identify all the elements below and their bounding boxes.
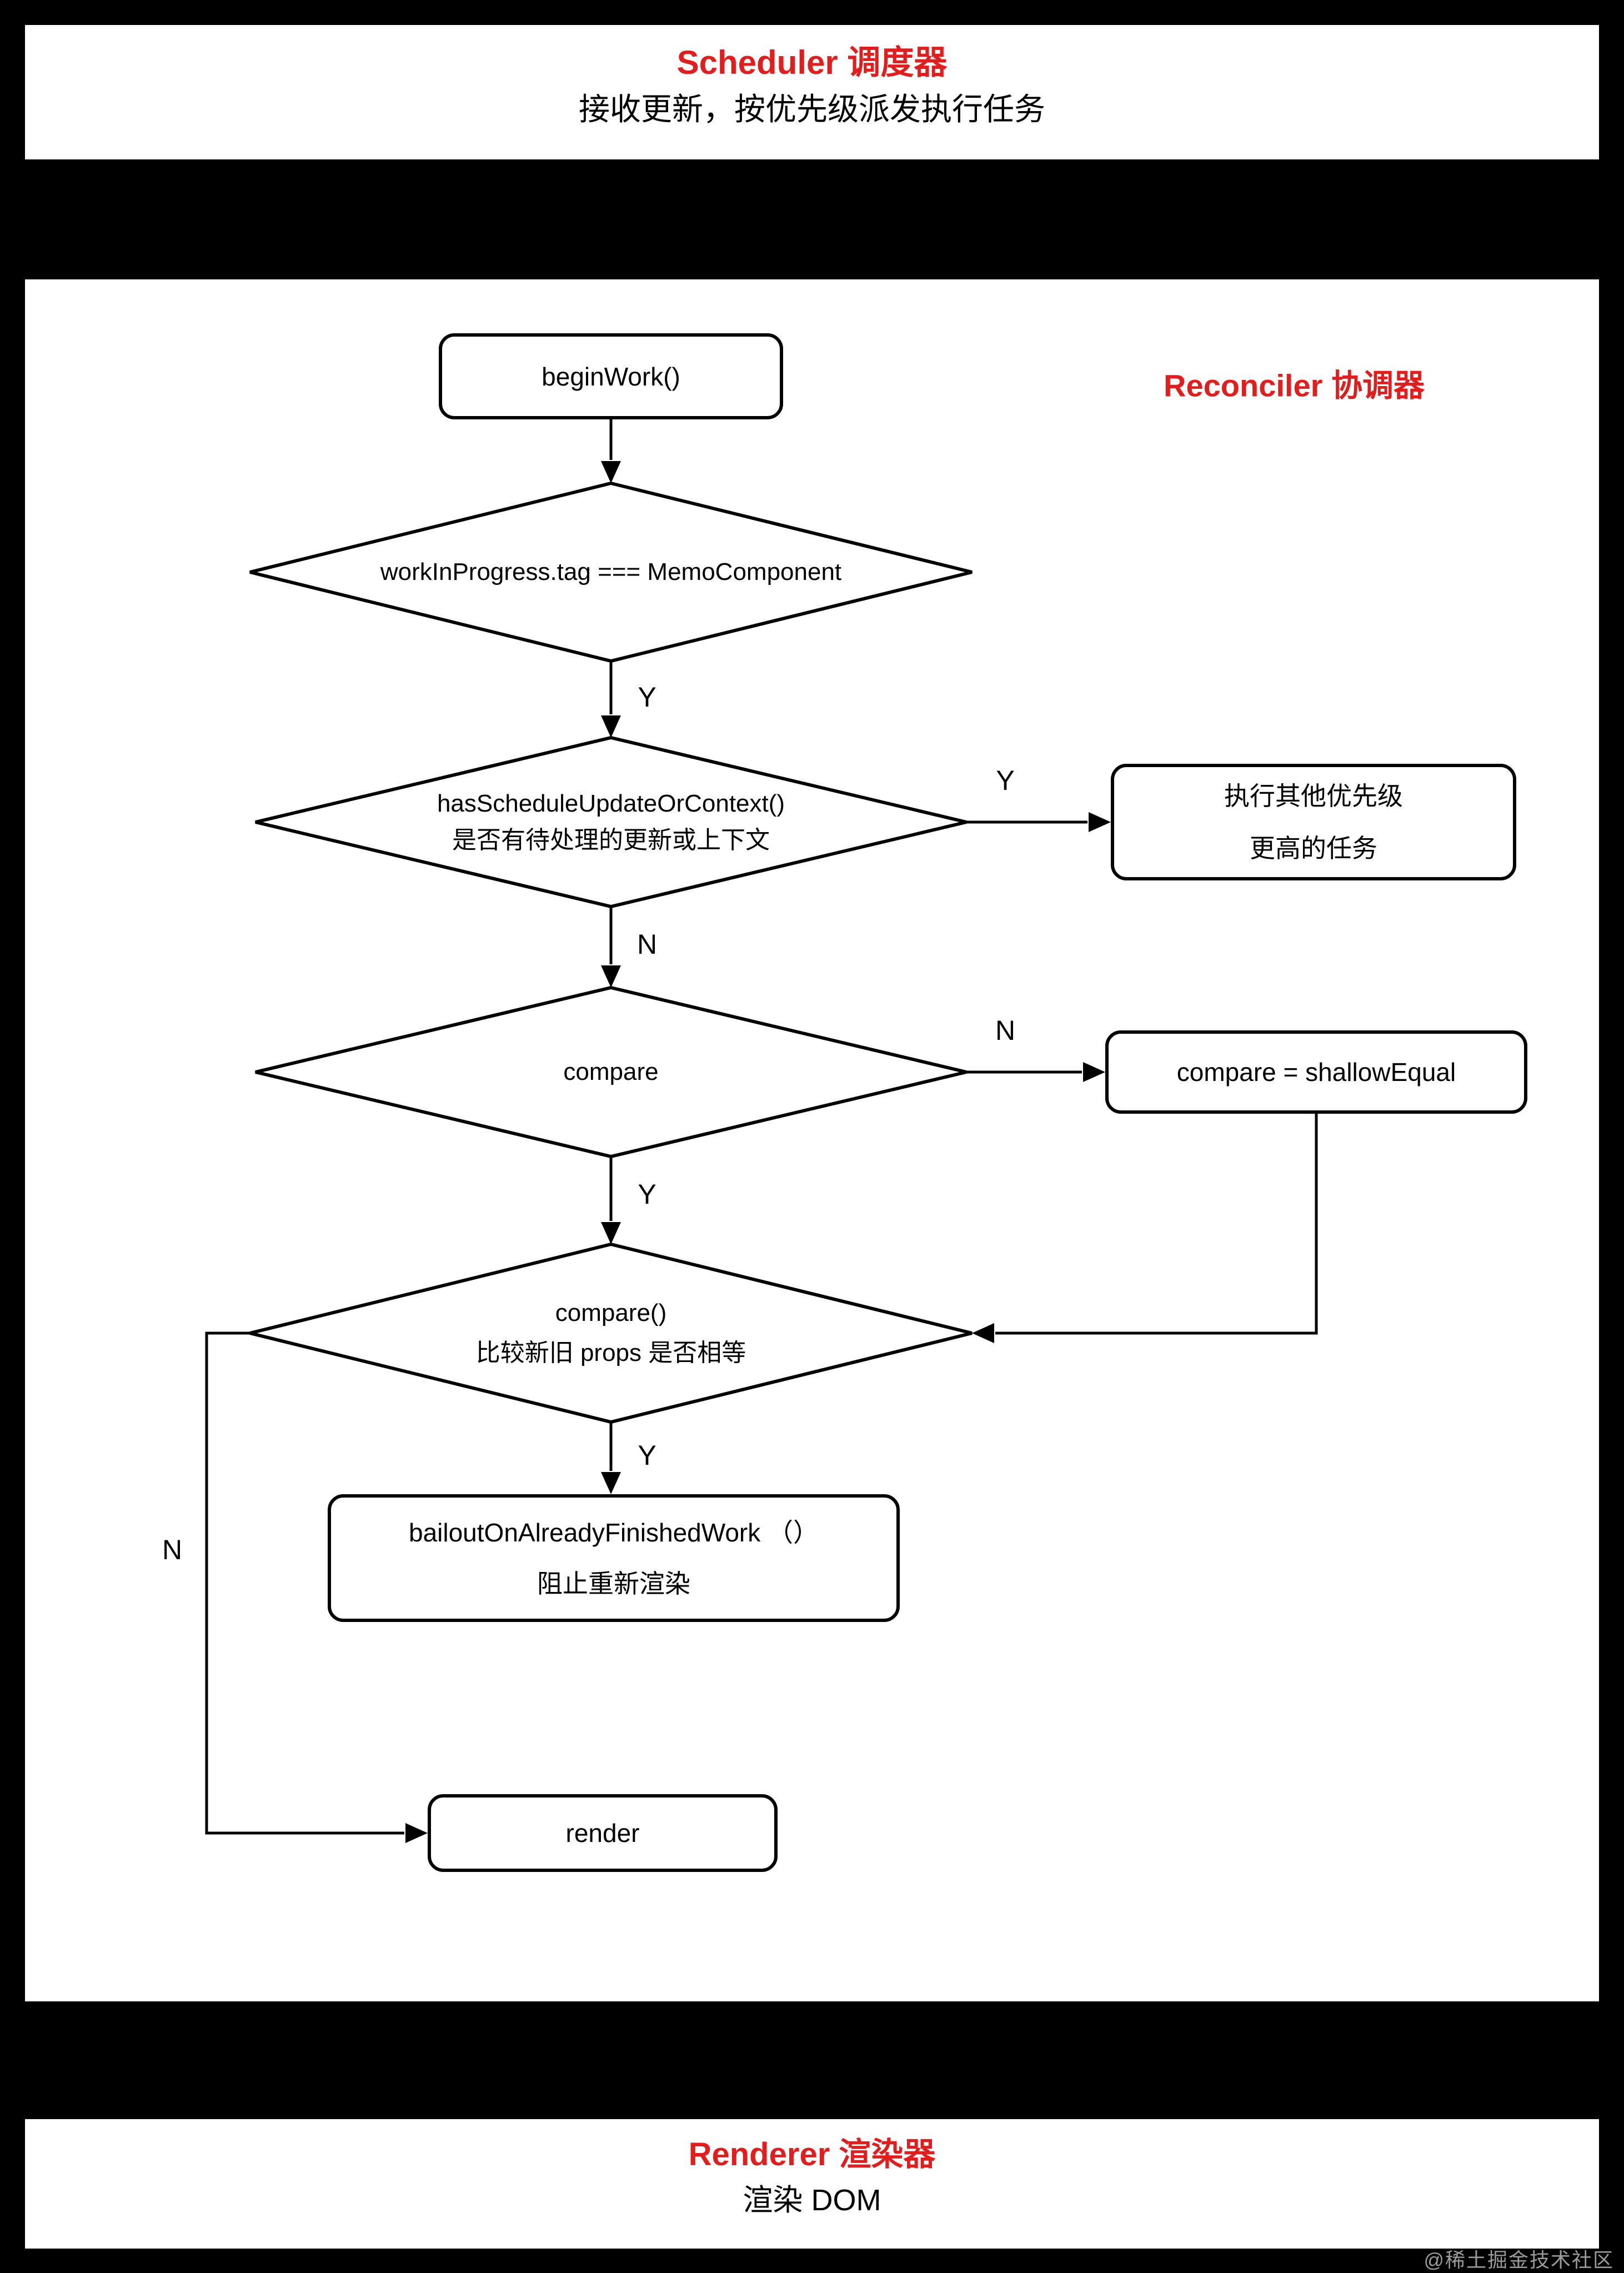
node-bailout-line1: bailoutOnAlreadyFinishedWork （） [408, 1518, 819, 1547]
arrowhead-compareprops-top [601, 1222, 621, 1244]
node-bailout: bailoutOnAlreadyFinishedWork （） 阻止重新渲染 [328, 1494, 900, 1622]
node-shallow-equal: compare = shallowEqual [1105, 1030, 1527, 1114]
arrowhead-hasupdate [601, 715, 621, 738]
scheduler-band: Scheduler 调度器 接收更新，按优先级派发执行任务 [25, 25, 1599, 159]
node-higher-priority-line1: 执行其他优先级 [1224, 782, 1403, 810]
edge-compareprops-to-render [205, 1331, 404, 1835]
renderer-subtitle: 渲染 DOM [743, 2184, 881, 2217]
node-bailout-line2: 阻止重新渲染 [537, 1569, 690, 1598]
arrowhead-shallowequal [1083, 1062, 1105, 1082]
arrowhead-compare [601, 965, 621, 988]
arrowhead-priority [1089, 812, 1111, 832]
edge-label-memo-yes: Y [638, 682, 656, 713]
diamond-has-update-label: hasScheduleUpdateOrContext() 是否有待处理的更新或上… [437, 785, 785, 859]
arrowhead-memo [601, 461, 621, 483]
diamond-compare-props-line1: compare() [555, 1299, 667, 1326]
edge-label-has-update-yes: Y [996, 765, 1015, 796]
diamond-compare-props-label: compare() 比较新旧 props 是否相等 [476, 1293, 746, 1373]
node-shallow-equal-label: compare = shallowEqual [1176, 1058, 1456, 1087]
edge-label-compare-yes: Y [638, 1179, 656, 1210]
watermark: @稀土掘金技术社区 [1423, 2249, 1614, 2271]
node-begin-work-label: beginWork() [542, 362, 680, 391]
edge-label-compare-props-no: N [162, 1534, 183, 1565]
node-render-label: render [565, 1819, 640, 1848]
diamond-has-update-line2: 是否有待处理的更新或上下文 [452, 827, 770, 854]
scheduler-subtitle: 接收更新，按优先级派发执行任务 [579, 92, 1045, 127]
edge-label-has-update-no: N [636, 929, 658, 960]
renderer-band: Renderer 渲染器 渲染 DOM [25, 2119, 1599, 2249]
diamond-memo-label: workInProgress.tag === MemoComponent [380, 558, 842, 585]
edge-label-compare-no: N [995, 1015, 1016, 1046]
diamond-compare-label: compare [563, 1058, 659, 1085]
arrowhead-compareprops-right [972, 1323, 994, 1343]
diamond-has-update-line1: hasScheduleUpdateOrContext() [437, 790, 785, 817]
arrowhead-render [405, 1823, 428, 1843]
renderer-title: Renderer 渲染器 [688, 2136, 936, 2172]
node-higher-priority: 执行其他优先级 更高的任务 [1111, 764, 1516, 880]
diamond-compare-props-line2: 比较新旧 props 是否相等 [475, 1339, 746, 1366]
scheduler-title: Scheduler 调度器 [676, 44, 948, 81]
node-begin-work: beginWork() [439, 333, 783, 419]
reconciler-label: Reconciler 协调器 [1164, 368, 1425, 403]
node-higher-priority-line2: 更高的任务 [1250, 834, 1377, 863]
edge-shallowequal-to-compareprops [995, 1114, 1318, 1335]
arrowhead-bailout [601, 1472, 621, 1494]
node-render: render [428, 1794, 778, 1872]
edge-label-compare-props-yes: Y [638, 1440, 656, 1471]
